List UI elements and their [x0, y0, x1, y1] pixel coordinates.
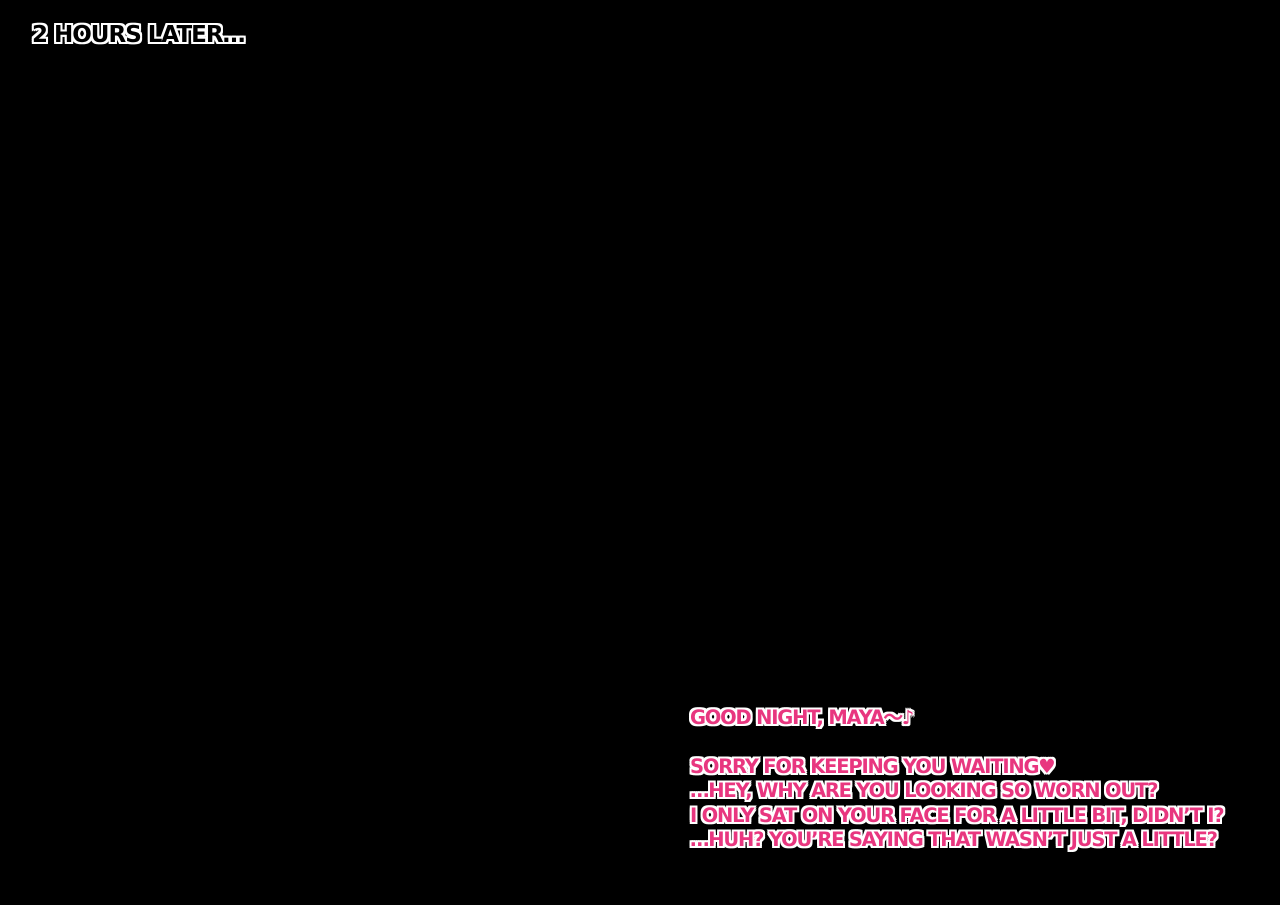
- time-caption: 2 HOURS LATER…: [32, 22, 246, 48]
- dialogue-line-goodnight: GOOD NIGHT, MAYA～♪: [690, 706, 914, 729]
- dialogue-gap: [690, 731, 1275, 755]
- dialogue-block: GOOD NIGHT, MAYA～♪ SORRY FOR KEEPING YOU…: [690, 706, 1275, 853]
- dialogue-line-3: I ONLY SAT ON YOUR FACE FOR A LITTLE BIT…: [690, 803, 1225, 827]
- dialogue-line-1: SORRY FOR KEEPING YOU WAITING♥: [690, 754, 1056, 778]
- dialogue-line-2: …HEY, WHY ARE YOU LOOKING SO WORN OUT?: [690, 779, 1158, 802]
- dialogue-line-4: …HUH? YOU’RE SAYING THAT WASN’T JUST A L…: [690, 828, 1218, 851]
